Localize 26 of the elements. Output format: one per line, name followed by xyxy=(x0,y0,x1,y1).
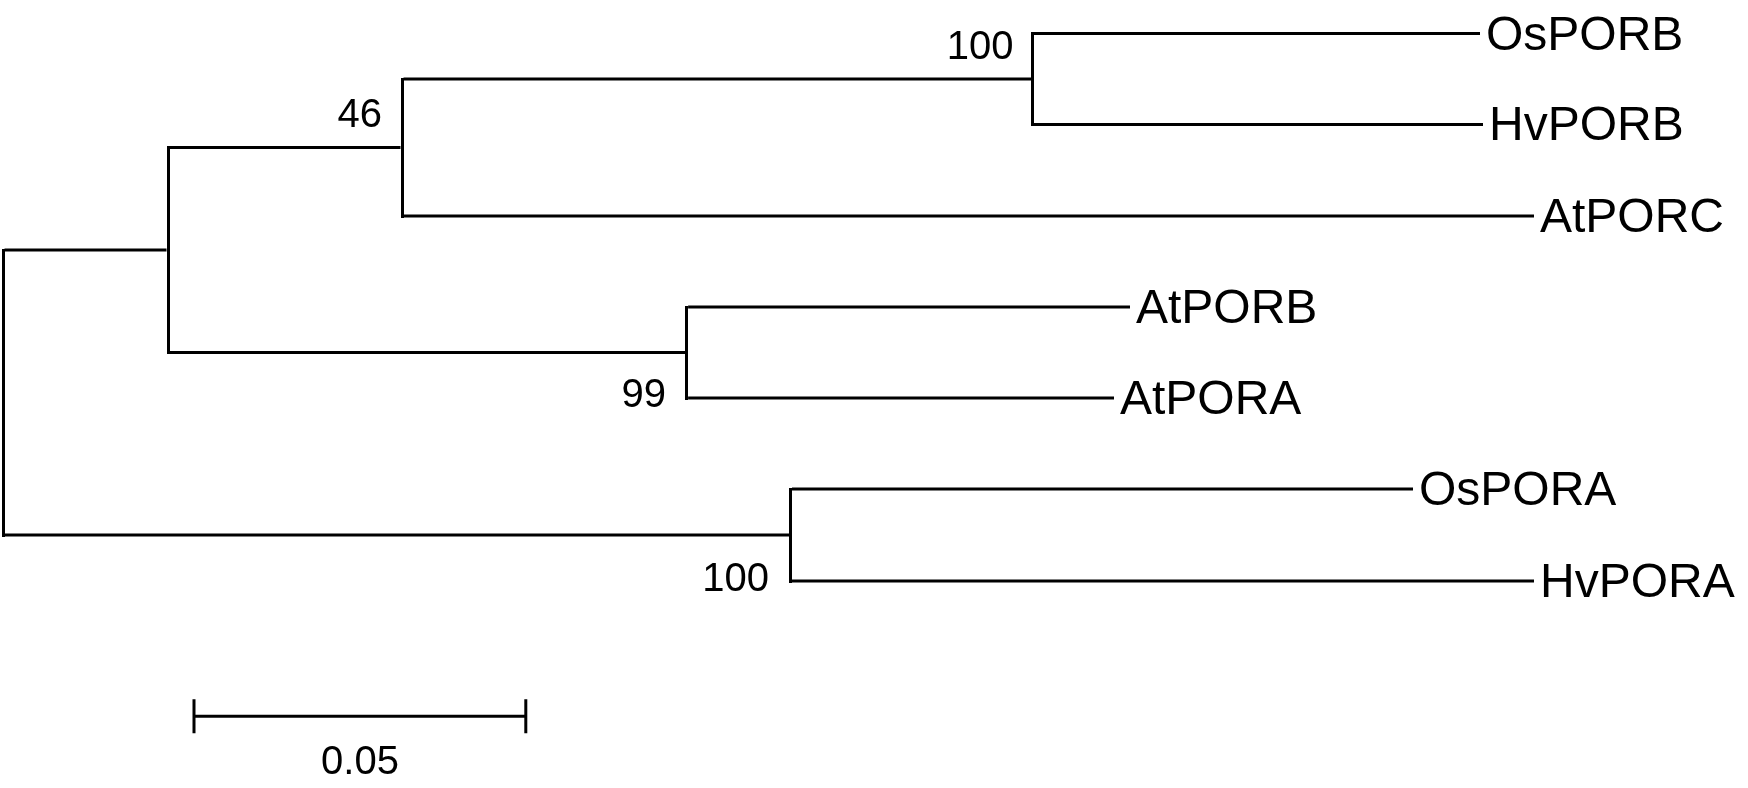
branch-line xyxy=(4,533,789,537)
taxon-label: AtPORA xyxy=(1120,374,1302,422)
branch-line xyxy=(403,77,1031,81)
node-bar xyxy=(166,146,170,354)
branch-line xyxy=(1034,122,1483,126)
node-bar xyxy=(1,248,5,537)
branch-line xyxy=(169,146,401,149)
branch-line xyxy=(792,579,1534,583)
taxon-label: OsPORB xyxy=(1486,9,1684,58)
branch-line xyxy=(403,214,1534,218)
taxon-label: OsPORA xyxy=(1419,465,1617,513)
bootstrap-value: 100 xyxy=(702,557,769,597)
scale-value: 0.05 xyxy=(321,740,399,780)
branch-line xyxy=(1034,32,1480,35)
branch-line xyxy=(792,487,1413,491)
taxon-label: AtPORC xyxy=(1540,192,1725,240)
branch-line xyxy=(688,396,1114,400)
taxon-label: AtPORB xyxy=(1136,283,1318,331)
taxon-label: HvPORA xyxy=(1540,557,1735,605)
taxon-label: HvPORB xyxy=(1489,100,1684,149)
bootstrap-value: 100 xyxy=(946,25,1014,66)
branch-line xyxy=(4,248,167,252)
branch-line xyxy=(688,305,1130,309)
bootstrap-value: 46 xyxy=(337,92,382,133)
bootstrap-value: 99 xyxy=(621,372,666,413)
branch-line xyxy=(169,351,686,354)
